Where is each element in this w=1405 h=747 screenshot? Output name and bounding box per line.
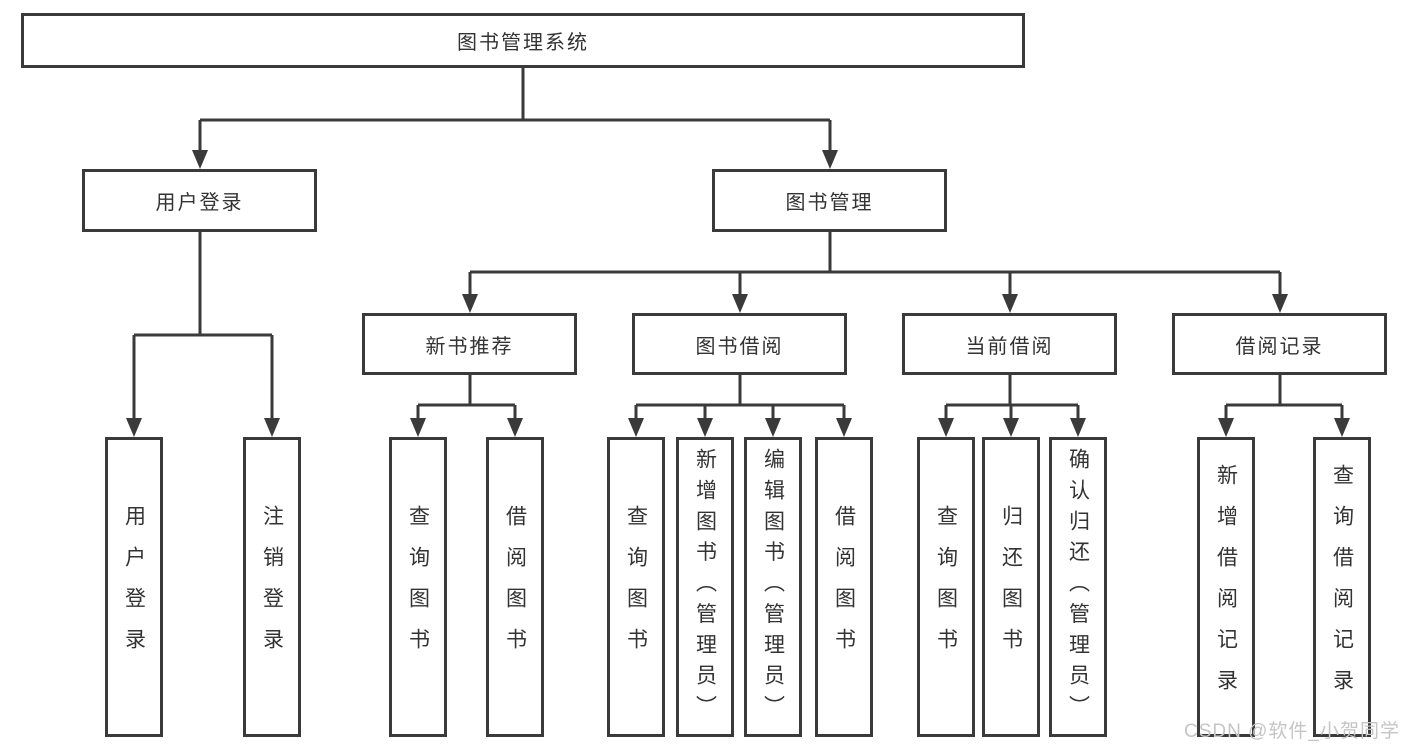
leaf-query-book-borrow-label: 查询图书 <box>624 505 648 669</box>
leaf-confirm-return-admin: 确认归还（管理员） <box>1049 437 1107 737</box>
leaf-add-book-admin: 新增图书（管理员） <box>676 437 734 737</box>
leaf-add-book-admin-label: 新增图书（管理员） <box>693 448 717 726</box>
node-new-book-recommend-label: 新书推荐 <box>425 335 514 358</box>
node-current-borrowing: 当前借阅 <box>902 313 1117 375</box>
leaf-borrow-book: 借阅图书 <box>815 437 873 737</box>
leaf-logout: 注销登录 <box>243 437 301 737</box>
leaf-borrow-book-recommend-label: 借阅图书 <box>503 505 527 669</box>
leaf-query-book-current-label: 查询图书 <box>934 505 958 669</box>
node-borrowing-records-label: 借阅记录 <box>1235 335 1324 358</box>
leaf-borrow-book-label: 借阅图书 <box>832 505 856 669</box>
node-book-borrowing: 图书借阅 <box>632 313 847 375</box>
node-library-system-label: 图书管理系统 <box>457 32 589 54</box>
leaf-return-book: 归还图书 <box>982 437 1040 737</box>
node-borrowing-records: 借阅记录 <box>1172 313 1387 375</box>
connector-root-to-level2 <box>198 68 832 154</box>
connector-user-login-to-leaves <box>132 232 274 424</box>
node-user-login: 用户登录 <box>82 169 317 232</box>
connector-book-borrow-to-leaves <box>634 375 846 424</box>
leaf-return-book-label: 归还图书 <box>999 505 1023 669</box>
leaf-logout-label: 注销登录 <box>260 505 284 669</box>
connector-new-book-to-leaves <box>416 375 517 424</box>
node-book-borrowing-label: 图书借阅 <box>695 335 784 358</box>
leaf-borrow-book-recommend: 借阅图书 <box>486 437 544 737</box>
node-library-system: 图书管理系统 <box>21 13 1025 68</box>
node-current-borrowing-label: 当前借阅 <box>965 335 1054 358</box>
leaf-query-book-borrow: 查询图书 <box>607 437 665 737</box>
connector-book-mgmt-to-level3 <box>468 232 1282 300</box>
node-book-management: 图书管理 <box>712 169 947 232</box>
node-book-management-label: 图书管理 <box>785 192 874 214</box>
arrowheads <box>126 150 1350 437</box>
node-user-login-label: 用户登录 <box>155 192 244 214</box>
leaf-edit-book-admin: 编辑图书（管理员） <box>744 437 802 737</box>
connector-current-borrow-to-leaves <box>944 375 1080 424</box>
leaf-query-borrow-record: 查询借阅记录 <box>1313 437 1371 737</box>
watermark: CSDN @软件_小贺同学 <box>1184 721 1400 742</box>
leaf-query-book-recommend: 查询图书 <box>389 437 447 737</box>
leaf-query-borrow-record-label: 查询借阅记录 <box>1330 464 1354 710</box>
leaf-add-borrow-record: 新增借阅记录 <box>1197 437 1255 737</box>
leaf-user-login-label: 用户登录 <box>122 505 146 669</box>
node-new-book-recommend: 新书推荐 <box>362 313 577 375</box>
leaf-user-login: 用户登录 <box>105 437 163 737</box>
leaf-edit-book-admin-label: 编辑图书（管理员） <box>761 448 785 726</box>
leaf-confirm-return-admin-label: 确认归还（管理员） <box>1066 448 1090 726</box>
leaf-query-book-current: 查询图书 <box>917 437 975 737</box>
leaf-query-book-recommend-label: 查询图书 <box>406 505 430 669</box>
connector-records-to-leaves <box>1224 375 1344 424</box>
leaf-add-borrow-record-label: 新增借阅记录 <box>1214 464 1238 710</box>
